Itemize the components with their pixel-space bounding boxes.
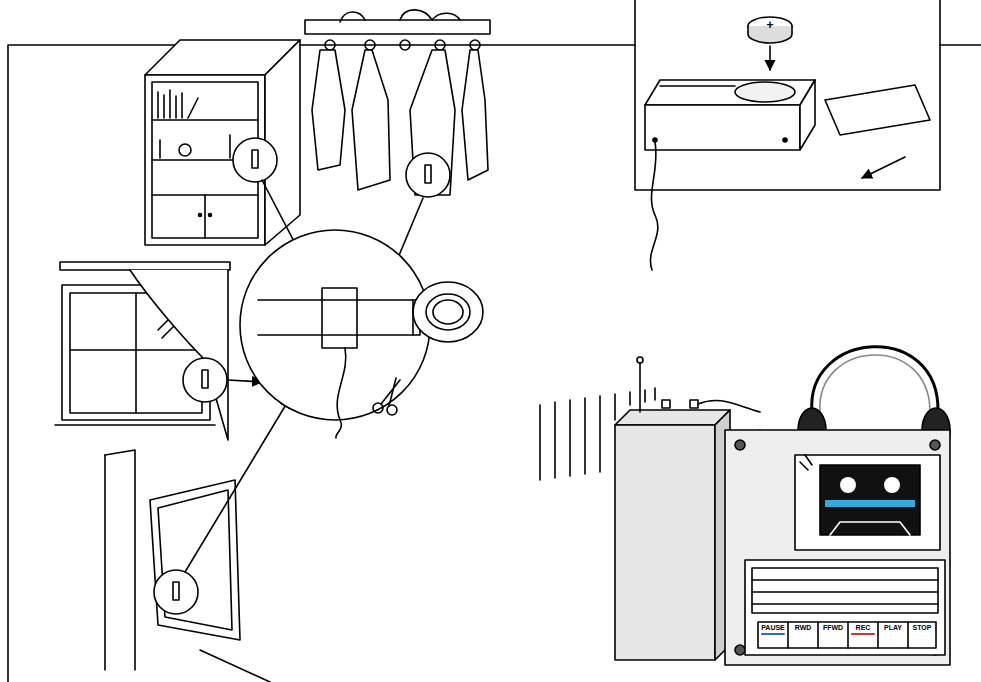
transmitter-box [645,17,930,270]
window [55,262,262,440]
picture-frame [105,398,290,682]
polarity-mark: + [766,19,773,31]
frame [8,0,981,682]
button-label: PLAY [884,624,902,631]
button-label: FFWD [823,624,843,631]
cassette-recorder [725,430,950,665]
coat-rack [305,10,490,265]
microphone-detail [240,230,483,438]
button-label: PAUSE [761,624,785,631]
bookcase [145,40,310,272]
button-label: STOP [913,624,932,631]
button-label: REC [856,624,871,631]
button-label: RWD [795,624,812,631]
